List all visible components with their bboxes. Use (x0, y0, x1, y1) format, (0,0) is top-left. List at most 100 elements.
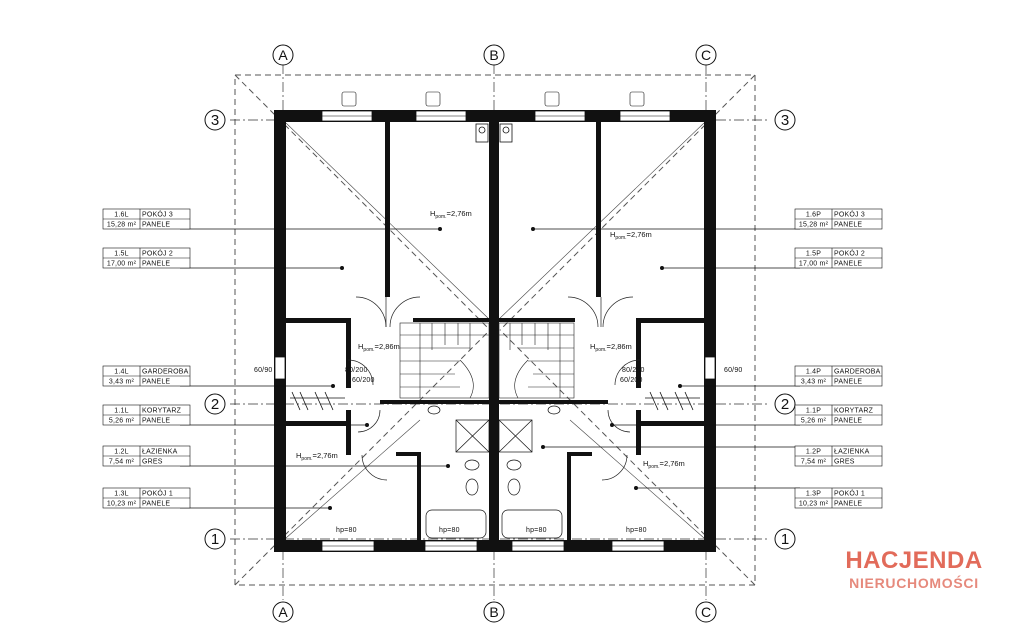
window-tag-bottom-3: hp=80 (526, 527, 547, 534)
room-heights: Hpom.=2,76m Hpom.=2,76m Hpom.=2,86m Hpom… (296, 209, 685, 470)
room-name: POKÓJ 3 (142, 210, 173, 219)
staircase-right (498, 322, 575, 399)
leader-lines (180, 228, 800, 509)
axis-num-right-1: 1 (781, 531, 789, 548)
height-label-room1-left: Hpom.=2,76m (296, 451, 338, 462)
room-area: 7,54 m² (109, 459, 135, 466)
room-labels-right: 1.6P POKÓJ 3 15,28 m² PANELE 1.5P POKÓJ 2 17,0… (794, 208, 883, 509)
room-name: POKÓJ 3 (834, 210, 865, 219)
room-area: 17,00 m² (107, 261, 137, 268)
window-tag-bottom-2: hp=80 (439, 527, 460, 534)
height-label-hall-right: Hpom.=2,86m (590, 342, 632, 353)
room-label-box: 1.1L KORYTARZ 5,26 m² PANELE (102, 404, 191, 426)
room-finish: PANELE (142, 261, 170, 268)
room-finish: PANELE (142, 501, 170, 508)
axis-num-right-2: 2 (781, 396, 789, 413)
room-labels-left: 1.6L POKÓJ 3 15,28 m² PANELE 1.5L POKÓJ 2 17,0… (102, 208, 191, 509)
room-finish: PANELE (142, 379, 170, 386)
door-tags: 80/200 80/200 60/200 60/200 60/90 60/90 … (254, 367, 743, 534)
room-area: 5,26 m² (109, 418, 135, 425)
axis-label-top-c: C (701, 47, 711, 63)
brand-name: HACJENDA (845, 547, 983, 574)
room-id: 1.6P (806, 212, 821, 219)
room-label-box: 1.4L GARDEROBA 3,43 m² PANELE (102, 365, 191, 387)
room-id: 1.1L (114, 408, 128, 415)
room-name: KORYTARZ (834, 408, 874, 415)
window-tag-left: 60/90 (254, 367, 273, 374)
room-name: GARDEROBA (142, 369, 189, 376)
height-label-room2-right: Hpom.=2,76m (610, 230, 652, 241)
room-area: 3,43 m² (109, 379, 135, 386)
room-area: 7,54 m² (801, 459, 827, 466)
boiler-icons (475, 123, 513, 143)
room-label-box: 1.6L POKÓJ 3 15,28 m² PANELE (102, 208, 191, 230)
height-label-hall-left: Hpom.=2,86m (358, 342, 400, 353)
window-tag-bottom-1: hp=80 (336, 527, 357, 534)
walls (274, 110, 716, 552)
room-finish: GRES (834, 459, 855, 466)
room-name: GARDEROBA (834, 369, 881, 376)
room-area: 5,26 m² (801, 418, 827, 425)
door-tag-hall-left: 80/200 (345, 367, 368, 374)
axis-num-right-3: 3 (781, 112, 789, 129)
room-finish: PANELE (142, 222, 170, 229)
axis-num-left-3: 3 (211, 112, 219, 129)
room-id: 1.4L (114, 369, 128, 376)
room-finish: PANELE (834, 418, 862, 425)
door-swings (347, 296, 641, 481)
room-name: POKÓJ 2 (142, 249, 173, 258)
room-name: POKÓJ 2 (834, 249, 865, 258)
room-id: 1.5L (114, 251, 128, 258)
room-id: 1.5P (806, 251, 821, 258)
window-sills (322, 115, 670, 547)
brand-logo: HACJENDA NIERUCHOMOŚCI (836, 548, 992, 592)
room-area: 3,43 m² (801, 379, 827, 386)
height-label-room1-right: Hpom.=2,76m (643, 459, 685, 470)
room-id: 1.2P (806, 449, 821, 456)
room-area: 10,23 m² (799, 501, 829, 508)
axis-num-left-1: 1 (211, 531, 219, 548)
axis-num-left-2: 2 (211, 396, 219, 413)
room-label-box: 1.5L POKÓJ 2 17,00 m² PANELE (102, 247, 191, 269)
room-label-box: 1.2L ŁAZIENKA 7,54 m² GRES (102, 445, 191, 467)
room-area: 15,28 m² (107, 222, 137, 229)
axis-label-top-a: A (278, 47, 288, 63)
door-tag-corridor-left: 60/200 (352, 377, 375, 384)
room-name: KORYTARZ (142, 408, 182, 415)
room-id: 1.3P (806, 491, 821, 498)
door-tag-hall-right: 80/200 (622, 367, 645, 374)
axis-label-bottom-c: C (701, 604, 711, 620)
door-tag-corridor-right: 60/200 (620, 377, 643, 384)
room-area: 17,00 m² (799, 261, 829, 268)
room-name: POKÓJ 1 (834, 489, 865, 498)
room-finish: PANELE (142, 418, 170, 425)
axis-bubbles (204, 44, 796, 623)
room-finish: PANELE (834, 261, 862, 268)
bathroom-fixtures (425, 405, 563, 539)
leader-dots (328, 227, 682, 510)
staircase-left (399, 322, 490, 399)
room-label-box: 1.5P POKÓJ 2 17,00 m² PANELE (794, 247, 883, 269)
room-area: 10,23 m² (107, 501, 137, 508)
axis-label-bottom-a: A (278, 604, 288, 620)
wardrobe-shelves (290, 391, 700, 411)
axis-label-bottom-b: B (489, 604, 498, 620)
height-label-room3-left: Hpom.=2,76m (430, 209, 472, 220)
room-name: ŁAZIENKA (142, 449, 178, 456)
room-id: 1.2L (114, 449, 128, 456)
room-id: 1.3L (114, 491, 128, 498)
window-tag-right: 60/90 (724, 367, 743, 374)
window-tag-bottom-4: hp=80 (626, 527, 647, 534)
room-area: 15,28 m² (799, 222, 829, 229)
room-finish: PANELE (834, 379, 862, 386)
room-finish: GRES (142, 459, 163, 466)
window-tags-top (341, 91, 645, 107)
room-id: 1.6L (114, 212, 128, 219)
